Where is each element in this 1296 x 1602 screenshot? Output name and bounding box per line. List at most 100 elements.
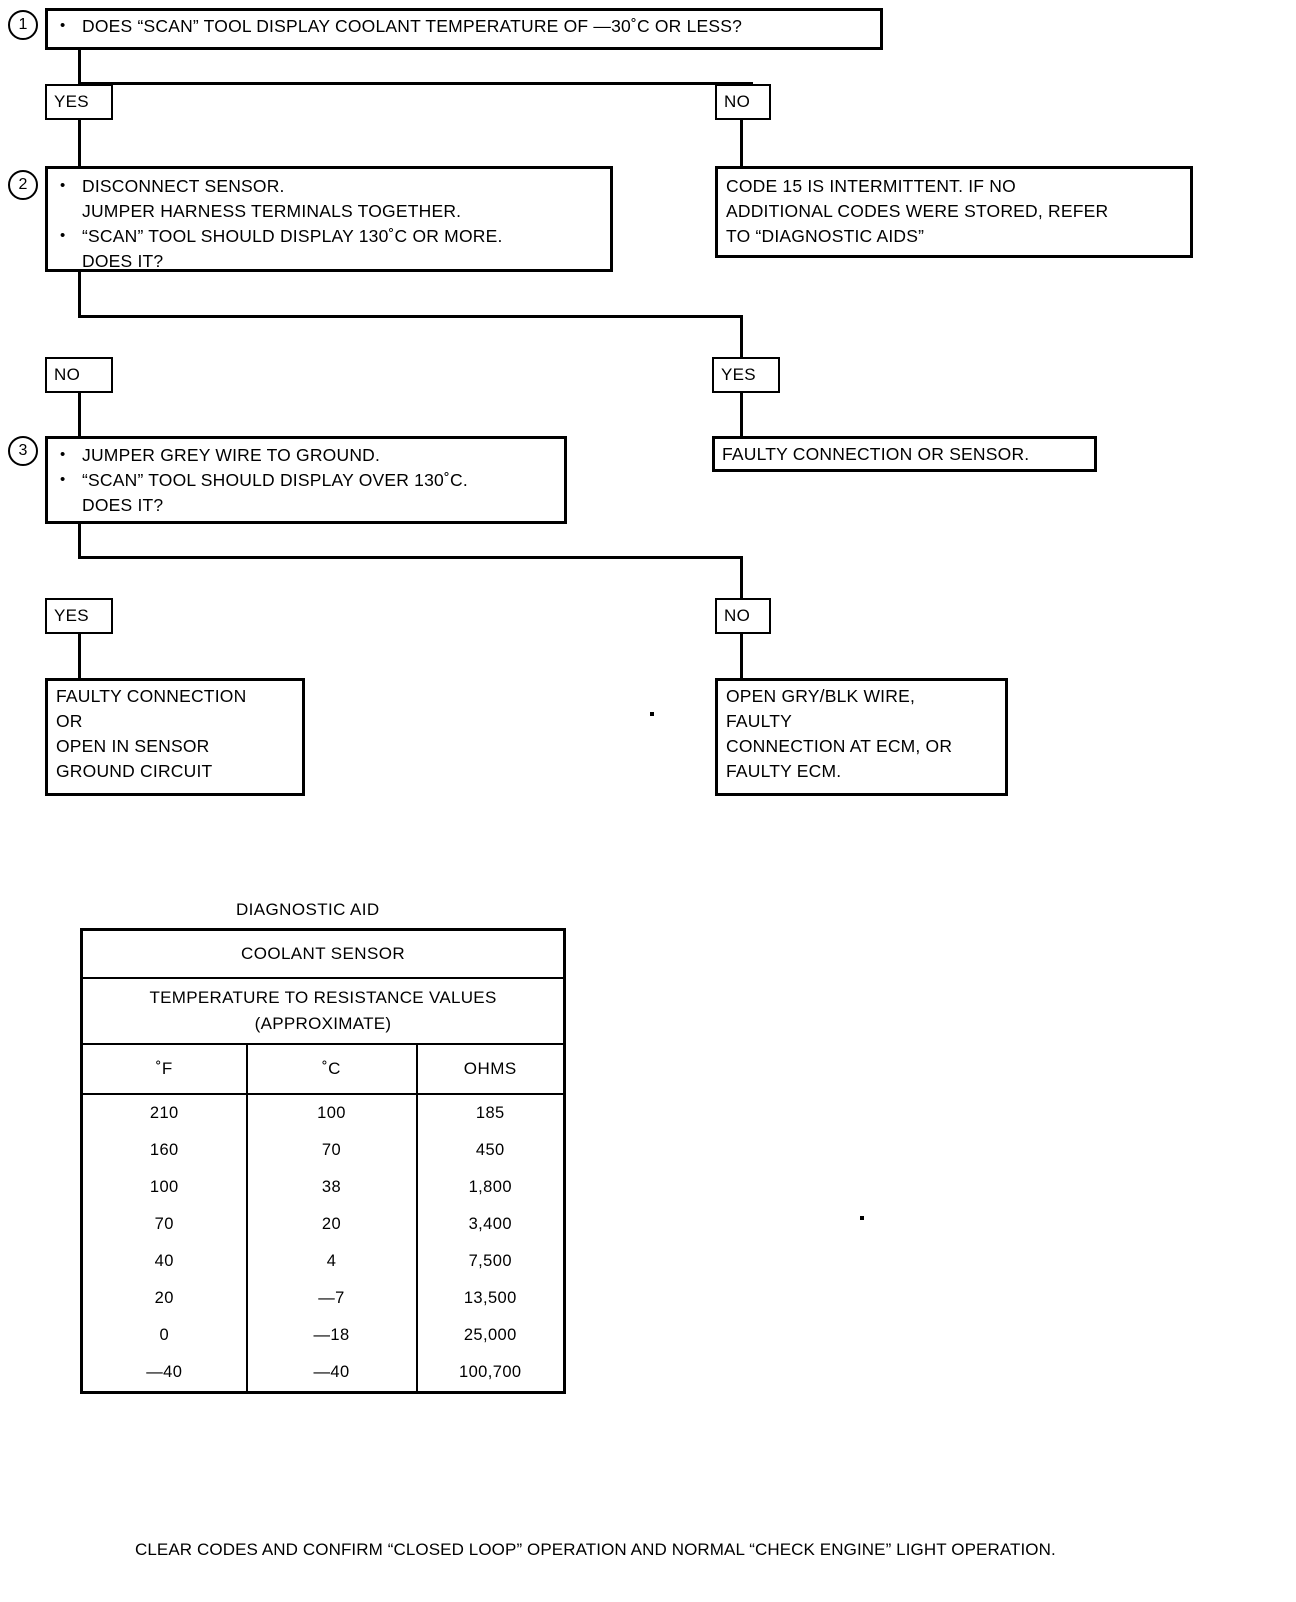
cell-f: 40: [81, 1243, 248, 1280]
cell-f: 0: [81, 1317, 248, 1354]
connector-step1-down: [78, 50, 81, 85]
cell-ohms: 450: [475, 1141, 505, 1159]
footer-note: CLEAR CODES AND CONFIRM “CLOSED LOOP” OP…: [135, 1540, 1056, 1559]
cell-c: —40: [246, 1354, 418, 1393]
cell-c: 20: [246, 1206, 418, 1243]
table-row: 20 —7 13,500: [81, 1280, 565, 1317]
connector-step3-across: [78, 556, 743, 559]
cell-ohms: 100,700: [459, 1363, 522, 1381]
decision-no-step2[interactable]: NO: [45, 357, 113, 393]
coolant-sensor-table: COOLANT SENSOR TEMPERATURE TO RESISTANCE…: [80, 928, 567, 1394]
result-faulty-connection-sensor-line-1: FAULTY CONNECTION OR SENSOR.: [722, 444, 1030, 464]
cell-c: 70: [246, 1132, 418, 1169]
decision-yes-step2[interactable]: YES: [712, 357, 780, 393]
scan-artifact-dot-2: [860, 1216, 864, 1220]
connector-yes3-to-result: [78, 634, 81, 680]
result-gryblk-line-1: OPEN GRY/BLK WIRE,: [726, 686, 916, 706]
table-row: 160 70 450: [81, 1132, 565, 1169]
result-gryblk-line-2: FAULTY: [726, 711, 793, 731]
step-2-line-3: “SCAN” TOOL SHOULD DISPLAY 130˚C OR MORE…: [52, 223, 612, 249]
table-header-row: ˚F ˚C OHMS: [81, 1044, 565, 1095]
cell-c: 100: [246, 1094, 418, 1132]
result-code15-box: [715, 166, 1193, 258]
step-number-3: 3: [8, 436, 38, 466]
result-code15-content: CODE 15 IS INTERMITTENT. IF NO ADDITIONA…: [726, 174, 1196, 249]
result-ground-line-4: GROUND CIRCUIT: [56, 761, 213, 781]
decision-no-step1[interactable]: NO: [715, 84, 771, 120]
decision-no-step3[interactable]: NO: [715, 598, 771, 634]
cell-ohms: 185: [475, 1104, 505, 1122]
table-title-cell: COOLANT SENSOR: [81, 929, 565, 979]
table-subtitle-line-2: (APPROXIMATE): [254, 1014, 392, 1033]
result-code15-line-1: CODE 15 IS INTERMITTENT. IF NO: [726, 176, 1016, 196]
result-ground-line-2: OR: [56, 711, 83, 731]
table-title-row: COOLANT SENSOR: [81, 929, 565, 979]
cell-c: —7: [246, 1280, 418, 1317]
step-2-line-4: DOES IT?: [82, 251, 164, 271]
connector-step1-across: [78, 82, 753, 85]
step-3-line-1: JUMPER GREY WIRE TO GROUND.: [52, 442, 567, 468]
cell-c: 38: [246, 1169, 418, 1206]
table-subtitle-line-1: TEMPERATURE TO RESISTANCE VALUES: [149, 988, 497, 1007]
connector-step3-down: [78, 524, 81, 559]
step-3-line-2: “SCAN” TOOL SHOULD DISPLAY OVER 130˚C.: [52, 467, 567, 493]
diagnostic-aid-caption: DIAGNOSTIC AID: [236, 900, 380, 919]
connector-yes1-to-step2: [78, 120, 81, 166]
step-2-line-1: DISCONNECT SENSOR.: [52, 173, 612, 199]
step-3-content: JUMPER GREY WIRE TO GROUND. “SCAN” TOOL …: [52, 442, 567, 518]
result-faulty-connection-sensor-box: [712, 436, 1097, 472]
scan-artifact-dot: [650, 712, 654, 716]
result-gryblk-line-4: FAULTY ECM.: [726, 761, 842, 781]
result-code15-line-2: ADDITIONAL CODES WERE STORED, REFER: [726, 201, 1109, 221]
cell-f: 20: [81, 1280, 248, 1317]
step-2-line-2: JUMPER HARNESS TERMINALS TOGETHER.: [82, 201, 462, 221]
connector-no2-to-step3: [78, 393, 81, 436]
result-open-gry-blk-box: [715, 678, 1008, 796]
result-open-gry-blk-content: OPEN GRY/BLK WIRE, FAULTY CONNECTION AT …: [726, 684, 1011, 784]
table-row: 40 4 7,500: [81, 1243, 565, 1280]
step-3-line-3: DOES IT?: [82, 495, 164, 515]
connector-no1-to-code15: [740, 120, 743, 166]
step-1-line-1: DOES “SCAN” TOOL DISPLAY COOLANT TEMPERA…: [52, 13, 882, 39]
step-1-content: DOES “SCAN” TOOL DISPLAY COOLANT TEMPERA…: [52, 13, 882, 39]
result-faulty-connection-sensor-content: FAULTY CONNECTION OR SENSOR.: [722, 442, 1102, 467]
cell-f: 160: [81, 1132, 248, 1169]
cell-ohms: 3,400: [468, 1215, 512, 1233]
cell-ohms: 25,000: [463, 1326, 517, 1344]
table-subtitle-row: TEMPERATURE TO RESISTANCE VALUES (APPROX…: [81, 978, 565, 1045]
table-row: —40 —40 100,700: [81, 1354, 565, 1393]
decision-yes-step1[interactable]: YES: [45, 84, 113, 120]
connector-no3-to-result: [740, 634, 743, 680]
column-header-ohms: OHMS: [416, 1044, 565, 1095]
result-gryblk-line-3: CONNECTION AT ECM, OR: [726, 736, 953, 756]
connector-step2-across: [78, 315, 743, 318]
result-ground-line-3: OPEN IN SENSOR: [56, 736, 210, 756]
connector-step3-right-down: [740, 556, 743, 598]
table-row: 70 20 3,400: [81, 1206, 565, 1243]
connector-yes2-to-result: [740, 393, 743, 436]
table-row: 0 —18 25,000: [81, 1317, 565, 1354]
table-row: 100 38 1,800: [81, 1169, 565, 1206]
result-ground-line-1: FAULTY CONNECTION: [56, 686, 247, 706]
decision-yes-step3[interactable]: YES: [45, 598, 113, 634]
column-header-celsius: ˚C: [246, 1044, 418, 1095]
cell-ohms: 13,500: [463, 1289, 517, 1307]
result-faulty-connection-ground-box: [45, 678, 305, 796]
cell-f: —40: [81, 1354, 248, 1393]
cell-f: 70: [81, 1206, 248, 1243]
step-number-1: 1: [8, 10, 38, 40]
step-number-2: 2: [8, 170, 38, 200]
connector-step2-right-down: [740, 315, 743, 357]
cell-f: 210: [81, 1094, 248, 1132]
column-header-fahrenheit: ˚F: [81, 1044, 248, 1095]
cell-c: 4: [246, 1243, 418, 1280]
cell-ohms: 7,500: [468, 1252, 512, 1270]
result-faulty-connection-ground-content: FAULTY CONNECTION OR OPEN IN SENSOR GROU…: [56, 684, 306, 784]
cell-ohms: 1,800: [468, 1178, 512, 1196]
table-subtitle-cell: TEMPERATURE TO RESISTANCE VALUES (APPROX…: [81, 978, 565, 1045]
result-code15-line-3: TO “DIAGNOSTIC AIDS”: [726, 226, 925, 246]
cell-c: —18: [246, 1317, 418, 1354]
step-2-content: DISCONNECT SENSOR. JUMPER HARNESS TERMIN…: [52, 173, 612, 274]
cell-f: 100: [81, 1169, 248, 1206]
